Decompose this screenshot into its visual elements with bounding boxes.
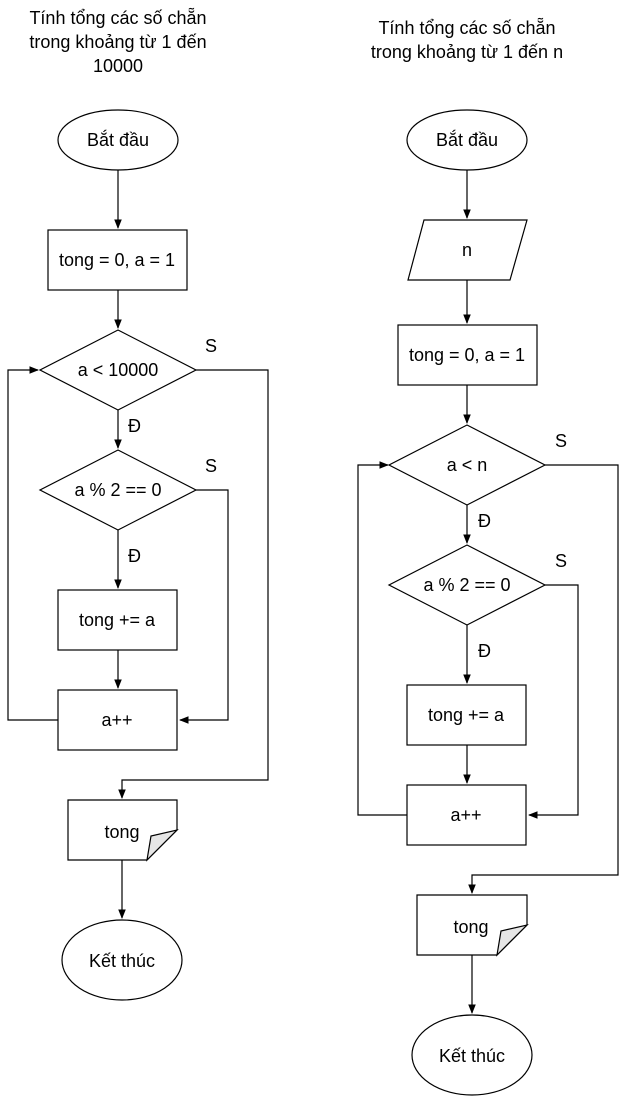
right-title-line-2: trong khoảng từ 1 đến n [371, 42, 563, 62]
right-inc-process [406, 784, 527, 846]
left-init-process [47, 229, 188, 291]
left-loop-label: a < 10000 [78, 360, 159, 380]
left-title-line-3: 10000 [93, 56, 143, 76]
right-start-label: Bắt đầu [436, 129, 498, 150]
edge-r-loop-back [357, 461, 407, 816]
left-loop-no-label: S [205, 336, 217, 356]
flowchart-even-sum-n: Tính tổng các số chẵn trong khoảng từ 1 … [357, 18, 619, 1096]
edge-loop-no [118, 369, 269, 799]
left-even-no-label: S [205, 456, 217, 476]
edge-r-even-no [528, 584, 579, 819]
left-even-decision [38, 449, 198, 531]
flowchart-even-sum-10000: Tính tổng các số chẵn trong khoảng từ 1 … [7, 8, 269, 1001]
right-loop-decision [387, 424, 547, 506]
edge-r-loop-no [468, 464, 619, 894]
left-loop-yes-label: Đ [128, 416, 141, 436]
left-loop-decision [38, 329, 198, 411]
edge-even-no [179, 489, 229, 724]
edge-loop-back [7, 366, 58, 721]
left-output-fold [146, 828, 179, 862]
left-output-label: tong [104, 822, 139, 842]
left-inc-label: a++ [101, 710, 132, 730]
right-output-label: tong [453, 917, 488, 937]
right-loop-no-label: S [555, 431, 567, 451]
right-add-label: tong += a [428, 705, 505, 725]
right-even-decision [387, 544, 547, 626]
right-loop-yes-label: Đ [478, 511, 491, 531]
right-end-terminal [411, 1014, 533, 1096]
left-start-terminal [57, 109, 179, 171]
left-title-line-1: Tính tổng các số chẵn [29, 8, 206, 28]
left-add-process [57, 589, 178, 651]
left-start-label: Bắt đầu [87, 129, 149, 150]
left-end-label: Kết thúc [89, 951, 155, 971]
left-even-yes-label: Đ [128, 546, 141, 566]
right-even-yes-label: Đ [478, 641, 491, 661]
left-end-terminal [61, 919, 183, 1001]
right-even-no-label: S [555, 551, 567, 571]
left-init-label: tong = 0, a = 1 [59, 250, 175, 270]
right-input-label: n [462, 240, 472, 260]
left-add-label: tong += a [79, 610, 156, 630]
right-inc-label: a++ [450, 805, 481, 825]
right-loop-label: a < n [447, 455, 488, 475]
right-add-process [406, 684, 527, 746]
right-output-fold [496, 923, 529, 957]
left-title-line-2: trong khoảng từ 1 đến [29, 32, 206, 52]
right-init-label: tong = 0, a = 1 [409, 345, 525, 365]
right-end-label: Kết thúc [439, 1046, 505, 1066]
right-even-label: a % 2 == 0 [423, 575, 510, 595]
left-even-label: a % 2 == 0 [74, 480, 161, 500]
right-input-data [407, 219, 528, 281]
left-inc-process [57, 689, 178, 751]
right-title-line-1: Tính tổng các số chẵn [378, 18, 555, 38]
right-init-process [397, 324, 538, 386]
right-start-terminal [406, 109, 528, 171]
